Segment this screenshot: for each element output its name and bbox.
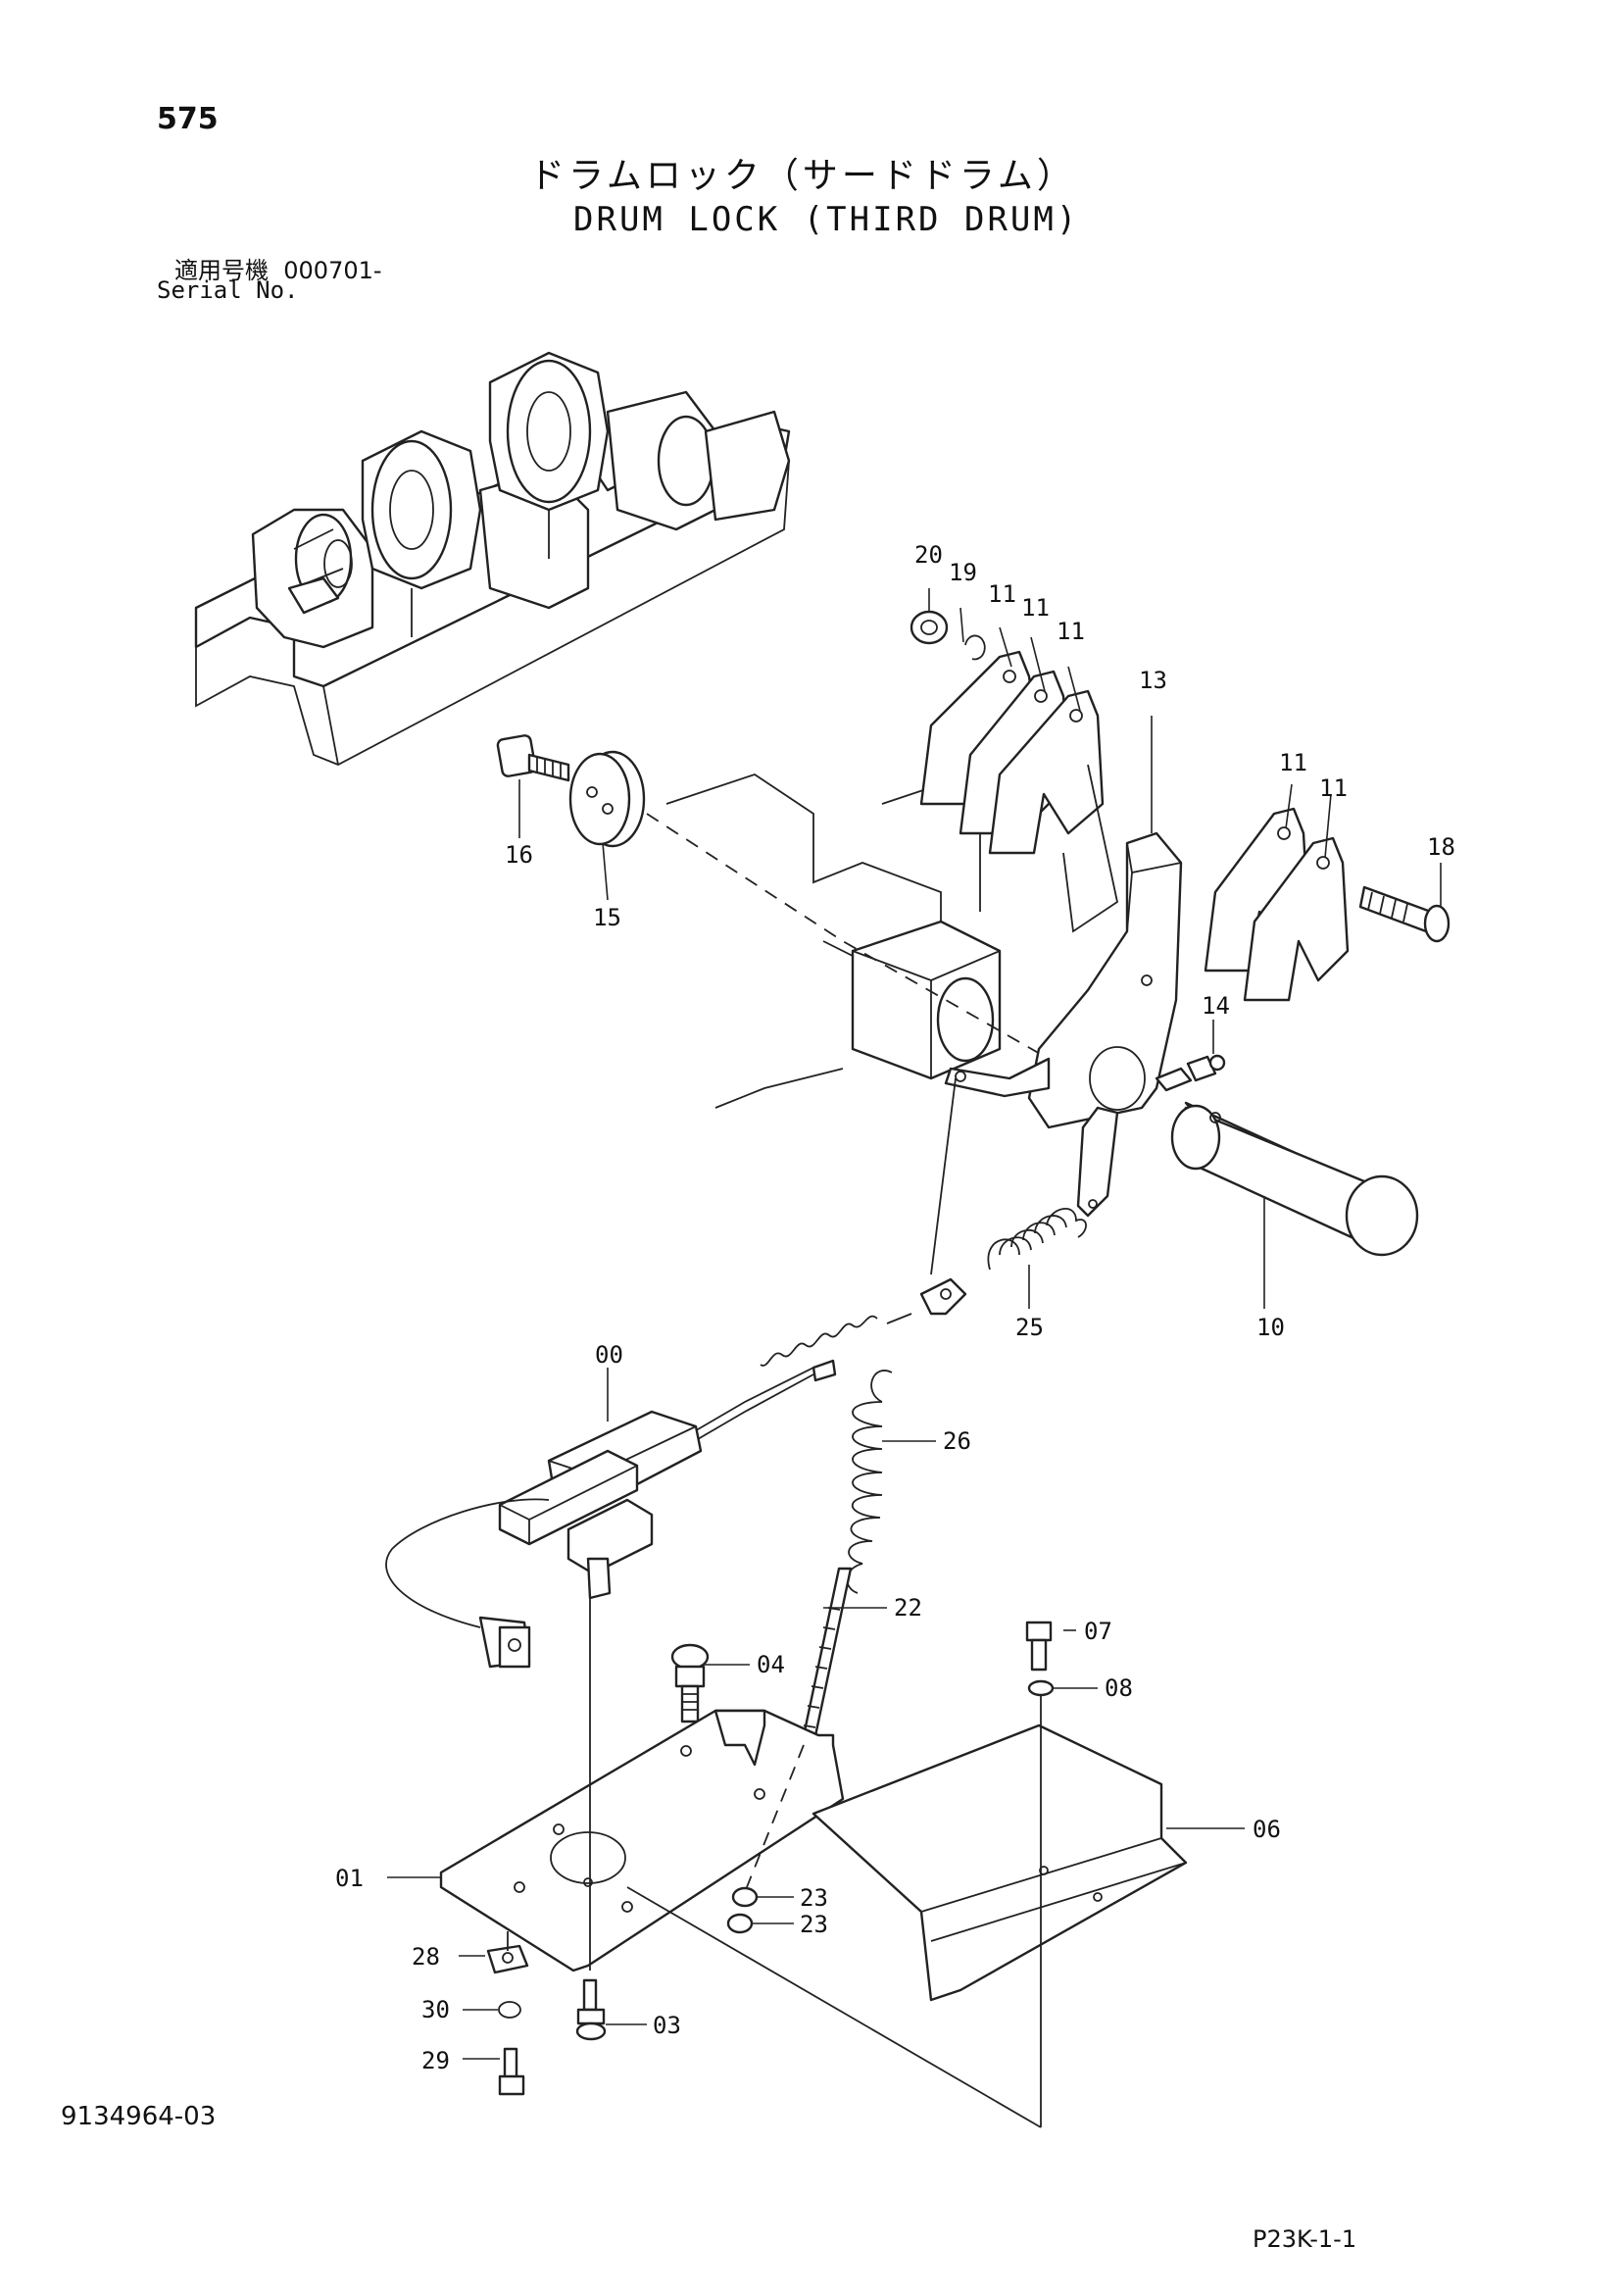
- part-04-bolt: [670, 1643, 710, 1723]
- callout-10: 10: [1256, 1314, 1285, 1341]
- callout-30: 30: [421, 1996, 450, 2023]
- part-11-lock-plates-right: [1204, 807, 1350, 1002]
- callout-20: 20: [914, 541, 943, 569]
- part-00-actuator: [385, 1313, 912, 1669]
- part-22-rod: [800, 1567, 853, 1747]
- callout-01: 01: [335, 1865, 364, 1892]
- callout-22: 22: [894, 1594, 922, 1622]
- part-18-bolt: [1358, 885, 1451, 943]
- callout-15: 15: [593, 904, 621, 931]
- part-03-bolt: [575, 1978, 607, 2041]
- part-23-nuts: [726, 1886, 759, 1934]
- cable-clevis: [919, 1277, 967, 1316]
- part-06-cover: [812, 1723, 1188, 2002]
- title-english: DRUM LOCK (THIRD DRUM): [573, 200, 1080, 239]
- callout-25: 25: [1015, 1314, 1044, 1341]
- part-29-bolt: [498, 2047, 525, 2096]
- page-code: P23K-1-1: [1253, 2225, 1357, 2253]
- part-14-grease-fitting: [1155, 1054, 1226, 1092]
- part-19-snap-ring: [964, 634, 986, 661]
- leader-lines: [387, 588, 1442, 2060]
- callout-16: 16: [505, 841, 533, 869]
- part-08-washer: [1027, 1679, 1055, 1697]
- serial-range-label: 適用号機 000701-: [174, 251, 382, 285]
- assembly-line-15: [646, 813, 1050, 1060]
- part-07-bolt: [1025, 1621, 1053, 1672]
- machine-overview-illustration: [194, 351, 791, 766]
- callout-19: 19: [949, 559, 977, 586]
- callout-00: 00: [595, 1341, 623, 1369]
- part-26-spring: [846, 1370, 893, 1594]
- assembly-line-22: [744, 1744, 805, 1893]
- part-30-ring: [498, 2001, 521, 2019]
- callout-07: 07: [1084, 1618, 1112, 1645]
- callout-06: 06: [1253, 1816, 1281, 1843]
- part-15-plate: [568, 750, 646, 848]
- assembly-line-cable-lever: [930, 1077, 957, 1275]
- part-10-pin: [1170, 1101, 1419, 1257]
- callout-03: 03: [653, 2012, 681, 2039]
- callout-26: 26: [943, 1427, 971, 1455]
- serial-range: 000701-: [283, 257, 382, 284]
- part-16-bolt: [496, 734, 570, 782]
- part-28-clip: [486, 1944, 529, 1974]
- callout-13: 13: [1139, 667, 1167, 694]
- callout-11: 11: [1319, 774, 1348, 802]
- callout-11: 11: [988, 580, 1016, 608]
- callout-29: 29: [421, 2047, 450, 2074]
- page-number: 575: [157, 102, 219, 136]
- callout-08: 08: [1105, 1674, 1133, 1702]
- callout-28: 28: [412, 1943, 440, 1971]
- document-number: 9134964-03: [61, 2102, 217, 2131]
- part-11-lock-plates-upper: [919, 650, 1105, 855]
- callout-11: 11: [1021, 594, 1050, 622]
- callout-11: 11: [1057, 618, 1085, 645]
- serial-label-jp: 適用号機: [174, 257, 269, 284]
- callout-23: 23: [800, 1884, 828, 1912]
- part-13-lever: [944, 764, 1183, 1218]
- part-01-base-plate: [439, 1709, 845, 1972]
- callout-04: 04: [757, 1651, 785, 1678]
- assembly-line-06: [626, 1696, 1042, 2128]
- lock-bracket-block: [665, 774, 1002, 1109]
- callout-18: 18: [1427, 833, 1455, 861]
- serial-label-en: Serial No.: [157, 276, 299, 304]
- title-japanese: ドラムロック（サードドラム）: [529, 156, 1076, 196]
- callout-11: 11: [1279, 749, 1307, 776]
- callout-23: 23: [800, 1911, 828, 1938]
- callout-14: 14: [1202, 992, 1230, 1020]
- part-20-nut: [910, 610, 949, 645]
- part-25-spring: [987, 1208, 1087, 1271]
